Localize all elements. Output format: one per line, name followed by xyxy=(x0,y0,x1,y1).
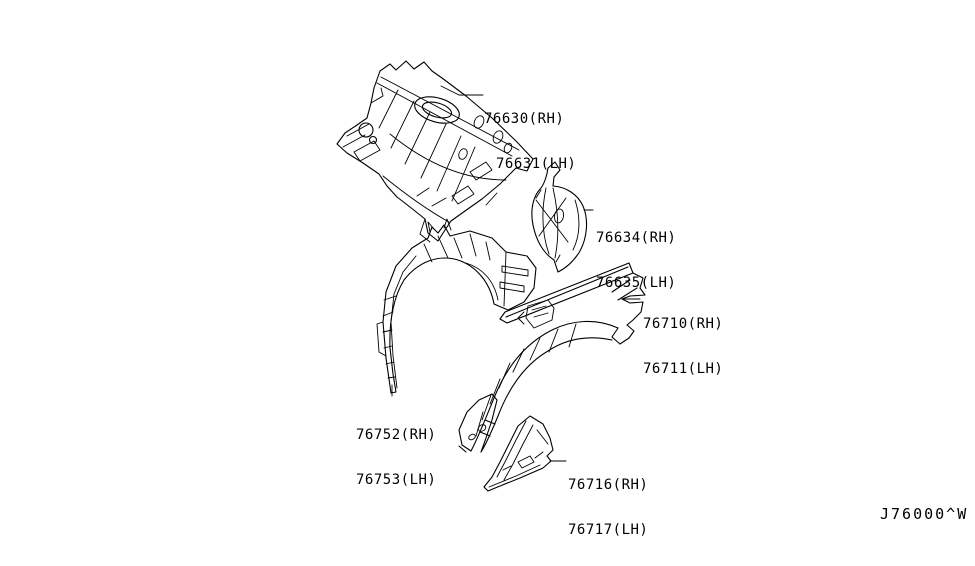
part-callout-76630-76631: 76630(RH) 76631(LH) xyxy=(484,82,576,202)
part-number-76635-lh: 76635(LH) xyxy=(596,275,677,291)
part-drawing-76752-76753 xyxy=(376,218,537,394)
part-76710-foot xyxy=(458,393,498,453)
part-76634-details xyxy=(535,187,580,263)
part-callout-76752-76753: 76752(RH) 76753(LH) xyxy=(356,398,436,518)
part-number-76717-lh: 76717(LH) xyxy=(568,522,649,538)
part-76710-foot-hole-1 xyxy=(477,424,487,432)
part-number-76634-rh: 76634(RH) xyxy=(596,230,677,246)
part-76630-slot-1 xyxy=(473,115,485,129)
part-76752-outline xyxy=(382,224,537,394)
part-76716-outline xyxy=(483,415,554,492)
part-callout-76716-76717: 76716(RH) 76717(LH) xyxy=(568,448,648,566)
part-76630-slot-2 xyxy=(492,130,504,144)
part-76630-oval-hole-inner xyxy=(421,101,453,119)
part-76630-oval-hole-outer xyxy=(414,96,460,124)
part-76710-ribs xyxy=(475,323,577,437)
part-number-76630-rh: 76630(RH) xyxy=(484,111,565,127)
part-number-76716-rh: 76716(RH) xyxy=(568,477,649,493)
part-76710-end-bracket xyxy=(517,299,555,329)
leader-lines xyxy=(391,85,641,462)
part-76710-head xyxy=(611,272,646,345)
part-callout-76710-76711: 76710(RH) 76711(LH) xyxy=(643,287,723,407)
part-76630-round-hole-small xyxy=(368,135,378,145)
part-76630-outline xyxy=(336,60,534,242)
part-number-76711-lh: 76711(LH) xyxy=(643,361,724,377)
part-76752-details xyxy=(376,218,529,389)
part-76710-rail xyxy=(499,262,634,324)
part-76634-oval-hole xyxy=(553,208,565,224)
diagram-code: J76000^W xyxy=(880,505,969,523)
part-number-76752-rh: 76752(RH) xyxy=(356,427,437,443)
part-76630-details xyxy=(342,76,520,243)
part-76630-round-hole xyxy=(358,122,374,138)
part-76710-foot-hole-2 xyxy=(468,433,476,441)
part-drawing-76710-76711 xyxy=(458,262,646,453)
part-drawing-76716-76717 xyxy=(483,415,554,492)
part-76710-arch-band xyxy=(470,320,619,453)
part-number-76710-rh: 76710(RH) xyxy=(643,316,724,332)
part-76630-slot-4 xyxy=(503,142,513,154)
part-number-76753-lh: 76753(LH) xyxy=(356,472,437,488)
part-drawing-76634-76635 xyxy=(531,161,588,273)
part-76634-outline xyxy=(531,161,588,273)
part-callout-76634-76635: 76634(RH) 76635(LH) xyxy=(596,201,676,321)
part-drawing-76630-76631 xyxy=(336,60,534,243)
part-76630-slot-3 xyxy=(458,148,468,160)
part-number-76631-lh: 76631(LH) xyxy=(496,156,577,172)
part-76716-details xyxy=(488,420,549,488)
